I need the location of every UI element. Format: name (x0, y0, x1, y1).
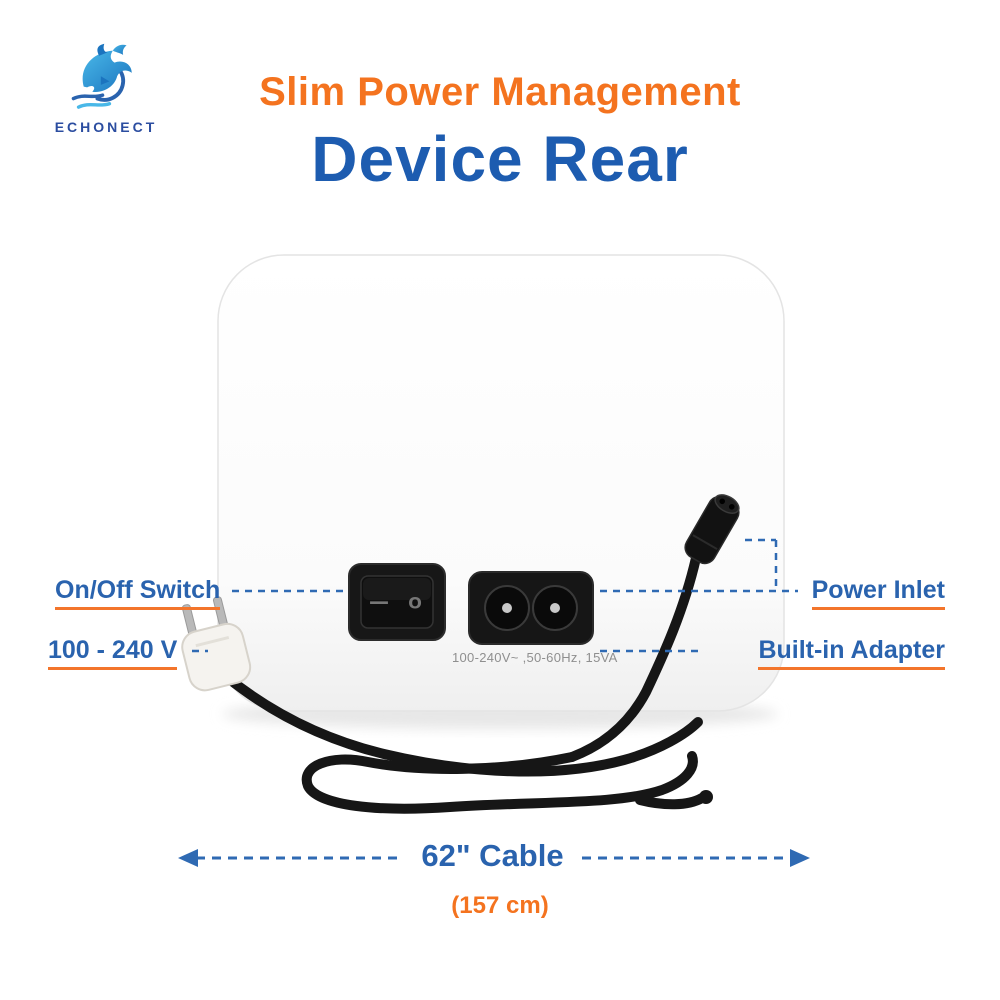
cable-coil (223, 673, 713, 814)
label-voltage-range: 100 - 240 V (48, 637, 178, 671)
cable-length-label: 62" Cable (421, 838, 564, 873)
inlet-pin-left (502, 603, 512, 613)
c7-connector (684, 494, 740, 565)
cable-end-tip (699, 790, 713, 804)
arrowhead-right (790, 849, 810, 867)
label-power-inlet: Power Inlet (811, 577, 945, 611)
power-cord-upper (567, 553, 701, 762)
cable-length-arrow (178, 849, 810, 867)
switch-off-marking: O (408, 594, 422, 613)
brand-logo: ECHONECT (50, 42, 162, 135)
on-off-switch: — O (348, 563, 446, 641)
power-inlet-socket (468, 571, 594, 645)
wave-line-1 (71, 93, 105, 101)
page-subtitle: Slim Power Management (259, 70, 741, 114)
dolphin-tail (112, 44, 127, 55)
label-on-off-switch: On/Off Switch (55, 577, 221, 611)
page-title: Device Rear (311, 123, 689, 195)
inlet-spec-text: 100-240V~ ,50-60Hz, 15VA (452, 650, 618, 665)
plug-body (181, 622, 252, 692)
label-built-in-adapter: Built-in Adapter (758, 637, 945, 671)
dolphin-body (82, 50, 132, 92)
callout-lines (192, 538, 798, 653)
dolphin-flipper (100, 76, 110, 85)
us-plug (181, 596, 252, 692)
cable-strand-2 (301, 751, 698, 814)
switch-on-marking: — (369, 590, 389, 614)
brand-name: ECHONECT (54, 119, 158, 135)
cable-length-metric: (157 cm) (451, 892, 549, 919)
dolphin-wave-icon (71, 43, 132, 109)
inlet-pin-right (550, 603, 560, 613)
arrowhead-left (178, 849, 198, 867)
cable-strand-3 (635, 793, 707, 810)
callout-line-connector (745, 538, 778, 588)
dolphin-fin (97, 43, 108, 56)
wave-line-2 (76, 102, 112, 109)
